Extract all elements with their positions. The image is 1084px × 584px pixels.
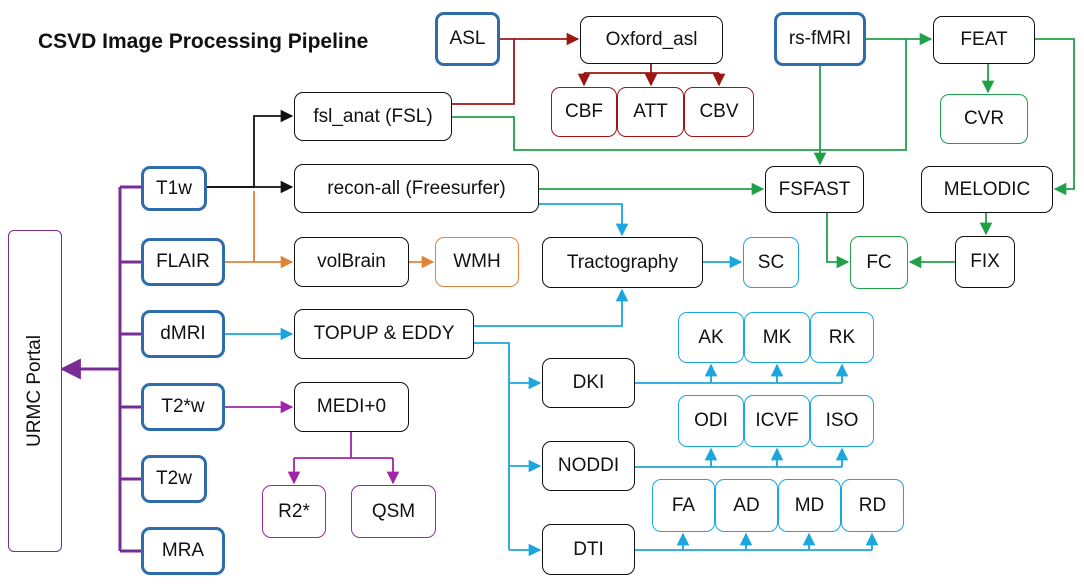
- wmh-box: WMH: [435, 237, 519, 287]
- qsm-box: QSM: [351, 485, 436, 538]
- fsfast-box: FSFAST: [765, 166, 864, 213]
- asl-box: ASL: [435, 12, 500, 66]
- rsfmri-box: rs-fMRI: [774, 12, 866, 66]
- diagram-title: CSVD Image Processing Pipeline: [38, 30, 369, 53]
- medi-box: MEDI+0: [294, 382, 409, 432]
- fsfast-to-fc: [826, 213, 850, 269]
- tractography-box: Tractography: [542, 237, 703, 288]
- rk-box: RK: [810, 312, 874, 363]
- recon-all-to-tractography: [539, 203, 629, 237]
- dmri-box: dMRI: [141, 310, 225, 358]
- iso-box: ISO: [810, 395, 874, 447]
- volbrain-box: volBrain: [294, 237, 409, 287]
- fsl-anat-box: fsl_anat (FSL): [294, 92, 452, 141]
- melodic-box: MELODIC: [921, 166, 1053, 213]
- icvf-box: ICVF: [744, 395, 810, 447]
- topup-branch: [474, 342, 510, 550]
- odi-box: ODI: [678, 395, 744, 447]
- t1w-to-fsl-anat: [207, 109, 294, 188]
- topup-eddy-box: TOPUP & EDDY: [294, 309, 474, 359]
- rd-box: RD: [841, 479, 904, 532]
- fc-box: FC: [850, 236, 908, 289]
- ad-box: AD: [715, 479, 778, 532]
- fsl-anat-to-feat: [452, 39, 907, 151]
- feat-box: FEAT: [933, 16, 1035, 64]
- flair-box: FLAIR: [141, 238, 225, 286]
- urmc-portal-label: URMC Portal: [24, 335, 45, 447]
- oxford-asl-box: Oxford_asl: [580, 16, 723, 64]
- fsl-anat-to-oxford: [452, 39, 515, 105]
- r2star-box: R2*: [262, 485, 326, 538]
- att-box: ATT: [617, 87, 684, 137]
- cbf-box: CBF: [551, 87, 617, 137]
- topup-to-tractography: [474, 288, 629, 327]
- md-box: MD: [778, 479, 841, 532]
- dti-box: DTI: [542, 524, 635, 575]
- ak-box: AK: [678, 312, 744, 363]
- urmc-portal-box: URMC Portal: [8, 230, 62, 552]
- dki-box: DKI: [542, 358, 635, 408]
- t2starw-box: T2*w: [141, 383, 225, 431]
- sc-box: SC: [743, 237, 799, 288]
- mk-box: MK: [744, 312, 810, 363]
- cbv-box: CBV: [684, 87, 754, 137]
- fa-box: FA: [652, 479, 715, 532]
- mra-box: MRA: [141, 527, 225, 575]
- recon-all-box: recon-all (Freesurfer): [294, 164, 539, 213]
- fix-box: FIX: [955, 236, 1015, 288]
- feat-to-melodic: [1035, 38, 1075, 196]
- t1w-box: T1w: [141, 166, 207, 211]
- t2w-box: T2w: [141, 455, 207, 503]
- cvr-box: CVR: [940, 94, 1028, 144]
- noddi-box: NODDI: [542, 441, 635, 491]
